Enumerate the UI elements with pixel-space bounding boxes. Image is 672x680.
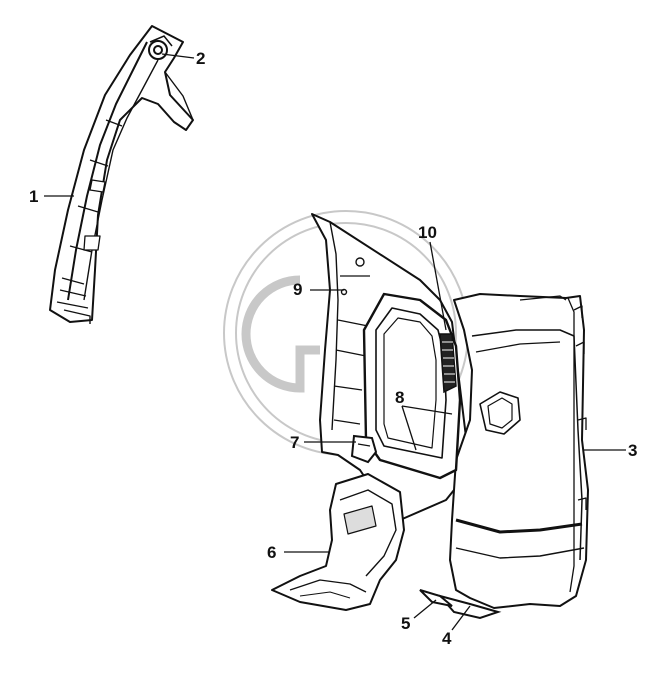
callout-2: 2: [196, 49, 205, 68]
rear-side-panel: [449, 293, 589, 609]
vent-grille: [439, 333, 457, 394]
callout-1: 1: [29, 187, 38, 206]
lower-edge-strip: [419, 589, 453, 607]
floor-step-bracket: [271, 473, 405, 611]
callout-9: 9: [293, 280, 302, 299]
callout-labels: 1 2 3 4 5 6 7 8 9 10: [29, 49, 637, 648]
callout-3: 3: [628, 441, 637, 460]
window-seal: [362, 292, 462, 480]
leader-lines: [44, 53, 626, 631]
callout-8: 8: [395, 388, 404, 407]
callout-7: 7: [290, 433, 299, 452]
callout-10: 10: [418, 223, 437, 242]
a-pillar-clip: [148, 35, 173, 60]
a-pillar-trim: [49, 25, 194, 324]
callout-6: 6: [267, 543, 276, 562]
callout-4: 4: [442, 629, 452, 648]
callout-5: 5: [401, 614, 410, 633]
inner-pillar-bracket: [350, 434, 378, 464]
